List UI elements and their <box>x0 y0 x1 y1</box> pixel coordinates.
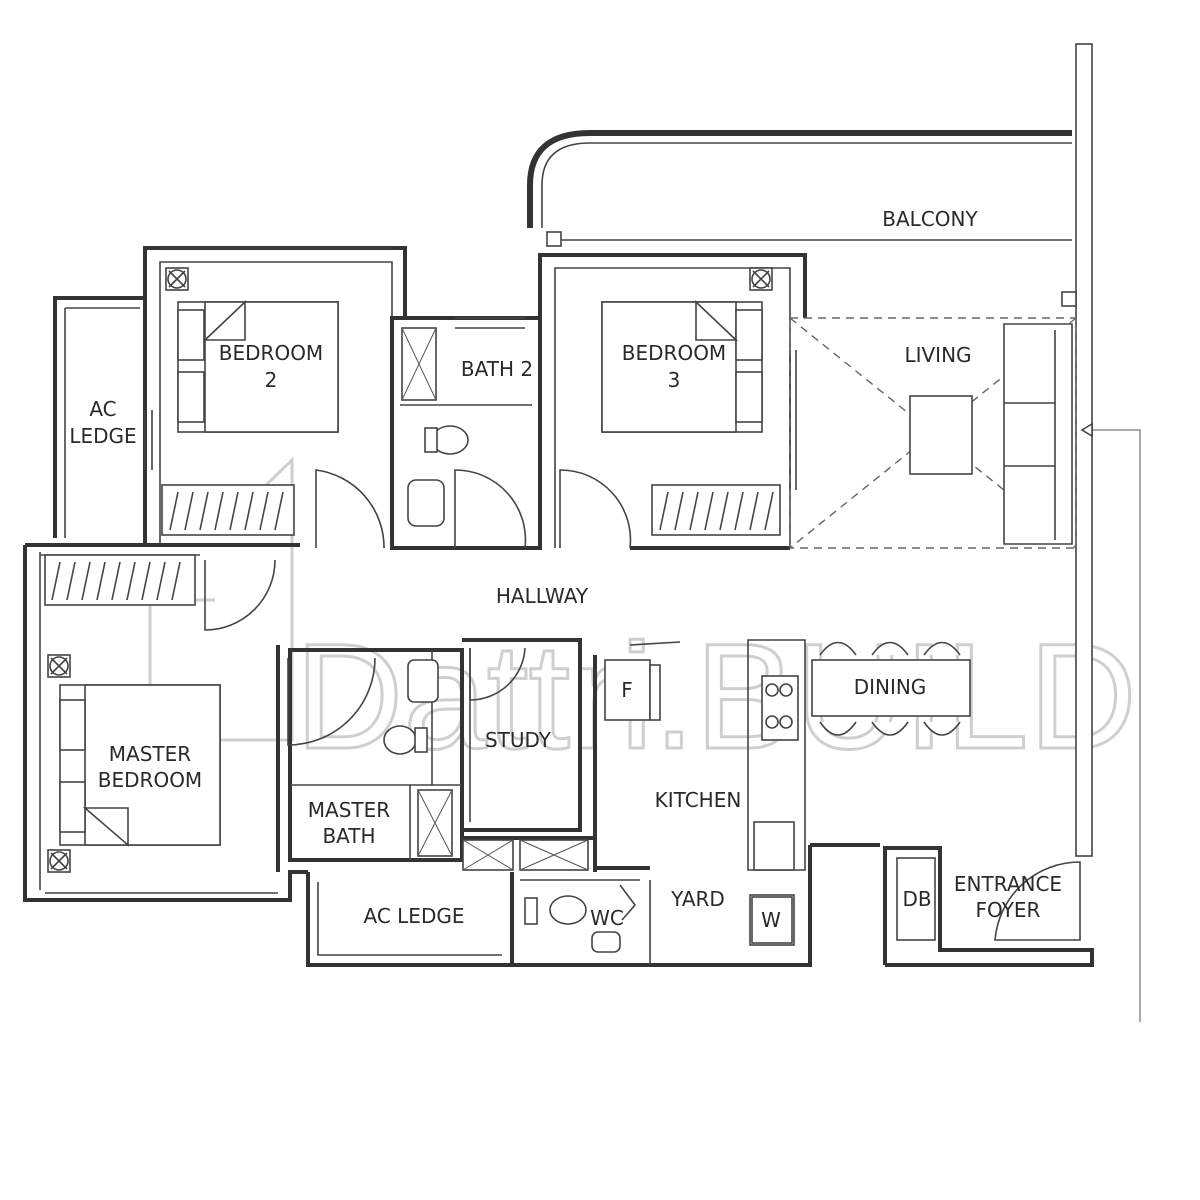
label-ac-ledge-left: AC <box>89 397 116 421</box>
label-bedroom-2: BEDROOM <box>219 341 323 365</box>
room-labels: BALCONY LIVING BEDROOM 2 BATH 2 BEDROOM … <box>69 207 1062 932</box>
label-bedroom-3: BEDROOM <box>622 341 726 365</box>
label-washer: W <box>761 908 781 932</box>
watermark: Dattri.BUILD <box>148 456 1138 782</box>
label-master-bedroom-2: BEDROOM <box>98 768 202 792</box>
label-kitchen: KITCHEN <box>655 788 742 812</box>
label-db: DB <box>902 887 931 911</box>
label-study: STUDY <box>485 728 552 752</box>
label-master-bath-2: BATH <box>322 824 375 848</box>
label-ac-ledge-left-2: LEDGE <box>69 424 136 448</box>
label-wc: WC <box>590 906 624 930</box>
label-dining: DINING <box>854 675 927 699</box>
label-master-bedroom: MASTER <box>109 742 191 766</box>
label-hallway: HALLWAY <box>496 584 589 608</box>
label-yard: YARD <box>670 887 725 911</box>
db-cabinet <box>896 857 936 941</box>
label-living: LIVING <box>904 343 971 367</box>
label-bath-2: BATH 2 <box>461 357 533 381</box>
label-entrance-foyer-2: FOYER <box>976 898 1041 922</box>
dining-set <box>811 641 971 736</box>
label-bedroom-3-number: 3 <box>668 368 681 392</box>
label-balcony: BALCONY <box>882 207 978 231</box>
kitchen-fixtures <box>604 641 799 946</box>
bath-fixtures <box>383 327 621 953</box>
label-bedroom-2-number: 2 <box>265 368 278 392</box>
label-entrance-foyer: ENTRANCE <box>954 872 1062 896</box>
living-area <box>789 317 1077 549</box>
label-ac-ledge-bottom: AC LEDGE <box>364 904 465 928</box>
balcony-structure <box>527 43 1093 857</box>
label-fridge: F <box>621 678 633 702</box>
label-master-bath: MASTER <box>308 798 390 822</box>
furniture <box>44 267 781 873</box>
doors <box>204 469 1081 941</box>
